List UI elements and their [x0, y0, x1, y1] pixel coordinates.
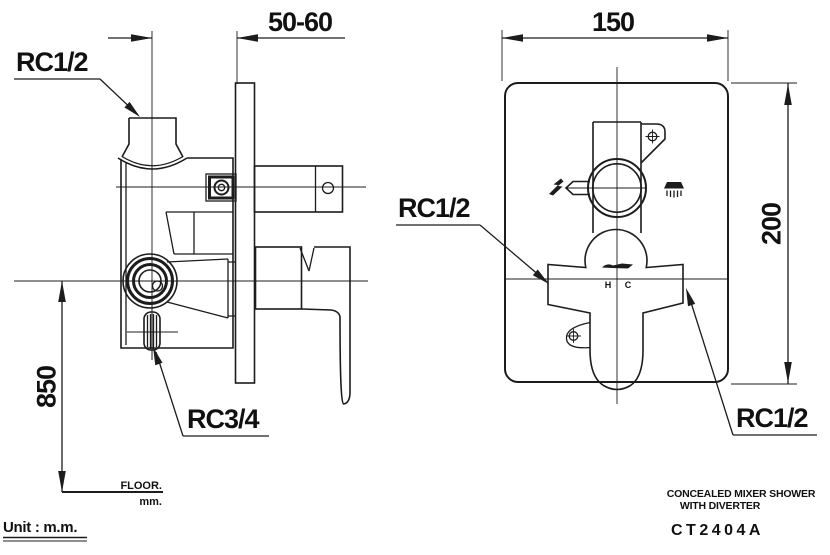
leader-line — [155, 351, 184, 437]
lug-crosshair-bottom-icon — [566, 329, 581, 343]
width-dim-text: 150 — [592, 7, 634, 37]
left-port-text: RC1/2 — [398, 193, 470, 223]
arrowhead-up-icon — [58, 281, 66, 302]
diverter-ring-inner — [591, 163, 642, 214]
extension-lines — [731, 82, 797, 385]
top-inlet-text: RC1/2 — [16, 47, 88, 77]
title-block: Unit : m.m. CONCEALED MIXER SHOWER WITH … — [3, 488, 816, 542]
label-top-inlet: RC1/2 — [14, 47, 140, 117]
floor-text: FLOOR. — [120, 480, 162, 492]
valve-bore — [138, 269, 162, 293]
diverter-ring-outer — [587, 158, 647, 218]
arrowhead-right-icon — [131, 34, 152, 42]
label-right-port: RC1/2 — [686, 288, 817, 436]
label-bottom-outlet: RC3/4 — [153, 347, 269, 437]
dim-width-150: 150 — [501, 7, 729, 81]
valve-body-front — [549, 121, 684, 233]
outlet-fitting-inner — [208, 175, 235, 200]
bottom-outlet-text: RC3/4 — [187, 404, 260, 434]
lever-blade — [301, 246, 351, 405]
valve-ring-thick — [126, 257, 174, 305]
arrowhead-left-icon — [502, 34, 523, 42]
unit-note-text: Unit : m.m. — [3, 519, 77, 536]
height-dim-text: 200 — [757, 203, 787, 245]
handle-hub — [254, 246, 303, 310]
mounting-lug-bottom — [565, 321, 591, 349]
handle-outline — [547, 228, 684, 391]
valve-ring-mid — [132, 263, 168, 299]
top-inlet-port — [121, 117, 184, 158]
depth-dim-text: 50-60 — [268, 7, 332, 37]
valve-ring-outer — [122, 253, 178, 309]
body-outline — [120, 157, 234, 349]
handle-front: H C — [547, 228, 684, 391]
front-view: 150 200 — [396, 7, 817, 436]
stub-body — [253, 165, 344, 213]
leader-line — [687, 292, 734, 436]
arrowhead-down-icon — [58, 471, 66, 492]
height-dim-text: 850 — [32, 366, 62, 408]
valve-body-side — [117, 117, 237, 359]
cold-marking: C — [625, 280, 632, 290]
leader-arrowhead-icon — [153, 347, 163, 366]
dim-depth-50-60: 50-60 — [108, 7, 345, 42]
hub-notch — [299, 247, 315, 272]
arrowhead-right-icon — [707, 34, 728, 42]
hot-marking: H — [605, 280, 612, 290]
right-port-text: RC1/2 — [736, 403, 808, 433]
leader-arrowhead-icon — [686, 288, 696, 307]
product-title-line1: CONCEALED MIXER SHOWER — [667, 488, 816, 500]
stub-thread-hatch — [146, 314, 158, 349]
tub-spout-icon — [549, 178, 564, 196]
product-title-line2: WITH DIVERTER — [680, 500, 761, 512]
top-outlet-stub — [253, 165, 344, 213]
valve-bore-detail — [151, 280, 164, 292]
outlet-fitting-ring — [213, 179, 230, 196]
cartridge-housing-lines — [165, 211, 233, 255]
body-column — [592, 121, 642, 233]
arrowhead-up-icon — [784, 84, 792, 105]
cartridge-neck — [166, 258, 235, 319]
arrowhead-down-icon — [784, 362, 792, 383]
leader-arrowhead-icon — [124, 101, 140, 117]
dim-height-850: 850 — [32, 281, 66, 492]
handle-side — [254, 246, 351, 405]
side-view: 50-60 RC1/2 — [14, 7, 368, 508]
shower-spray-lines — [666, 190, 682, 198]
wall-plate-side — [234, 82, 256, 384]
lug-crosshair-top-icon — [645, 129, 660, 144]
dim-height-200: 200 — [731, 82, 797, 385]
floor-reference: FLOOR. mm. — [62, 480, 163, 508]
diverter-lever — [564, 180, 590, 196]
product-model-text: CT2404A — [671, 522, 764, 539]
floor-unit-text: mm. — [139, 496, 162, 508]
port-cove-outer — [117, 157, 188, 170]
outlet-fitting-bore — [217, 183, 226, 192]
cotto-logo-icon — [602, 263, 633, 269]
cover-plate — [504, 82, 729, 383]
shower-head-icon — [664, 182, 684, 189]
mounting-lug-top — [640, 123, 666, 164]
label-left-port: RC1/2 — [396, 193, 549, 284]
stub-hole — [321, 181, 335, 195]
stub-crosshair — [127, 303, 178, 359]
leader-arrowhead-icon — [532, 269, 549, 284]
arrowhead-left-icon — [237, 34, 258, 42]
port-cove-inner — [121, 155, 184, 167]
